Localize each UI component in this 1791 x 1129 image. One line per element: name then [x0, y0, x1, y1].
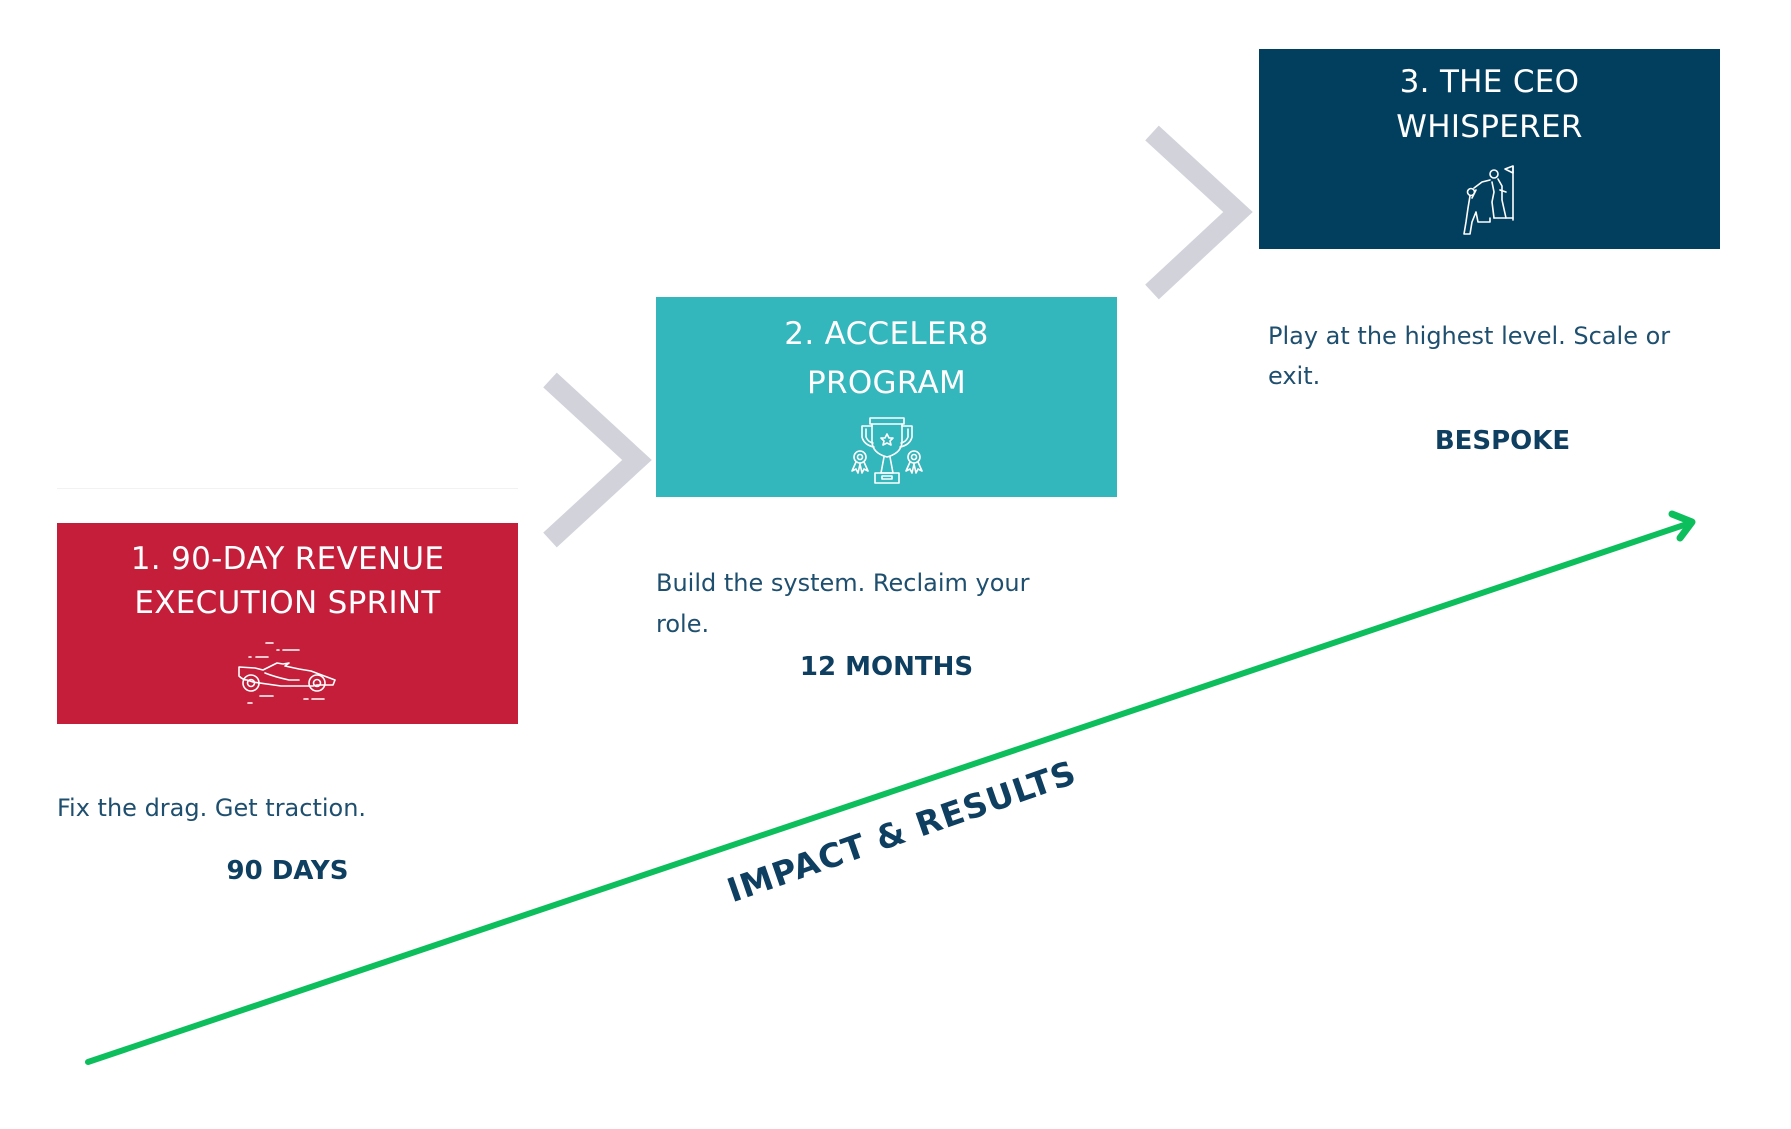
stage-title-line1: 1. 90-DAY REVENUE — [130, 541, 445, 577]
stage-description-line2: exit. — [1268, 362, 1321, 390]
stage-description-line1: Play at the highest level. Scale or — [1268, 322, 1671, 350]
divider — [57, 488, 518, 489]
stage-duration: 90 DAYS — [226, 856, 349, 886]
stage-duration: BESPOKE — [1434, 426, 1571, 456]
growth-arrow-head-icon — [1668, 510, 1696, 542]
race-car-icon — [237, 642, 336, 704]
stage-title-line2: EXECUTION SPRINT — [134, 585, 441, 621]
stage-title-line2: WHISPERER — [1396, 109, 1583, 145]
stage-card-acceler8: 2. ACCELER8 PROGRAM — [656, 297, 1117, 497]
growth-arrow-line — [85, 520, 1693, 1065]
stage-description-line1: Build the system. Reclaim your — [656, 569, 1030, 597]
trophy-icon — [850, 417, 923, 484]
stage-title-line1: 2. ACCELER8 — [784, 316, 989, 352]
stage-title-line1: 3. THE CEO — [1399, 64, 1580, 100]
stage-description: Fix the drag. Get traction. — [57, 794, 367, 822]
climbing-help-icon — [1462, 165, 1514, 235]
stage-description-line2: role. — [656, 610, 710, 638]
stage-title-line2: PROGRAM — [807, 365, 966, 401]
chevron-right-icon — [1145, 125, 1253, 300]
stage-card-revenue-sprint: 1. 90-DAY REVENUE EXECUTION SPRINT — [57, 523, 518, 724]
chevron-right-icon — [543, 372, 652, 548]
stage-card-ceo-whisperer: 3. THE CEO WHISPERER — [1259, 49, 1720, 249]
stage-duration: 12 MONTHS — [799, 652, 974, 682]
